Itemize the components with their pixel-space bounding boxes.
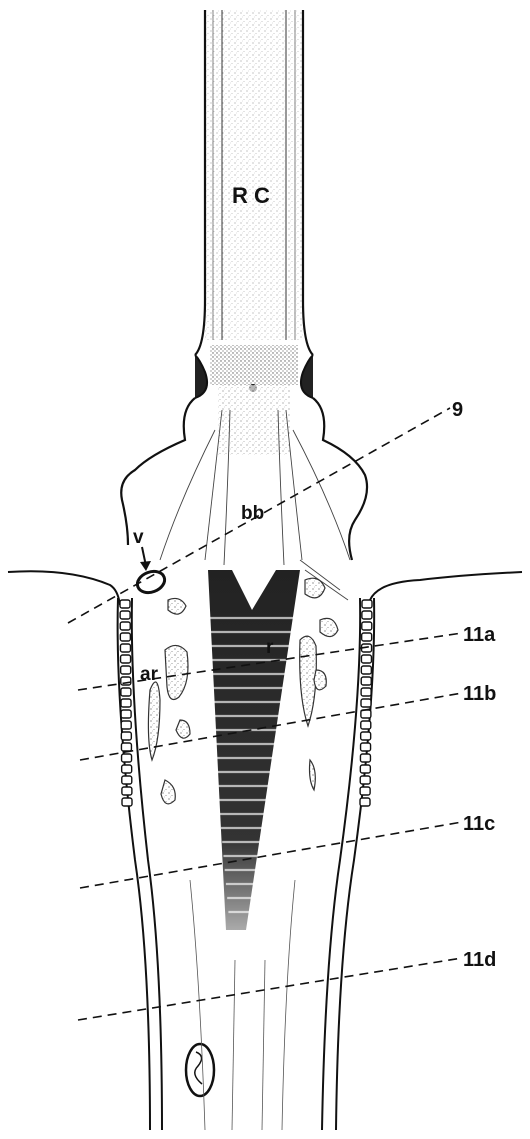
membrane-bead [122, 776, 132, 784]
membrane-bead [121, 699, 131, 707]
membrane-bead [361, 666, 371, 674]
membrane-bead [362, 633, 372, 641]
membrane-bead [121, 666, 131, 674]
label-bb: bb [241, 503, 264, 524]
membrane-bead [121, 732, 131, 740]
membrane-bead [361, 732, 371, 740]
membrane-bead [360, 798, 370, 806]
right-membrane-column [322, 598, 374, 1130]
membrane-bead [121, 743, 131, 751]
label-r: r [266, 637, 274, 658]
label-rc: R C [232, 183, 270, 208]
membrane-bead [362, 600, 372, 608]
membrane-bead [121, 655, 131, 663]
section-label-11d: 11d [463, 949, 496, 971]
section-label-11b: 11b [463, 683, 496, 705]
vesicle [134, 547, 167, 596]
striated-rootlet [202, 570, 300, 930]
membrane-bead [362, 622, 372, 630]
membrane-bead [122, 754, 132, 762]
label-ar: ar [140, 664, 159, 685]
transition-zone [195, 345, 313, 455]
membrane-bead [120, 622, 130, 630]
right-bead-chain [360, 600, 372, 806]
membrane-bead [122, 787, 132, 795]
membrane-bead [120, 600, 130, 608]
section-label-11c: 11c [463, 813, 495, 835]
membrane-bead [362, 611, 372, 619]
membrane-bead [121, 710, 131, 718]
membrane-bead [122, 798, 132, 806]
membrane-bead [121, 677, 131, 685]
membrane-bead [120, 611, 130, 619]
lower-mitochondrion [186, 1044, 214, 1096]
membrane-bead [120, 633, 130, 641]
membrane-bead [121, 688, 131, 696]
section-label-11a: 11a [463, 624, 496, 646]
membrane-bead [361, 743, 371, 751]
membrane-bead [360, 765, 370, 773]
label-v: v [133, 527, 144, 548]
membrane-bead [122, 765, 132, 773]
membrane-bead [121, 721, 131, 729]
membrane-bead [360, 754, 370, 762]
membrane-bead [361, 688, 371, 696]
membrane-bead [360, 776, 370, 784]
membrane-bead [361, 655, 371, 663]
membrane-bead [120, 644, 130, 652]
membrane-bead [361, 721, 371, 729]
section-label-9: 9 [452, 399, 463, 421]
membrane-bead [360, 787, 370, 795]
membrane-bead [361, 677, 371, 685]
membrane-bead [361, 699, 371, 707]
section-line-11d [78, 958, 462, 1020]
